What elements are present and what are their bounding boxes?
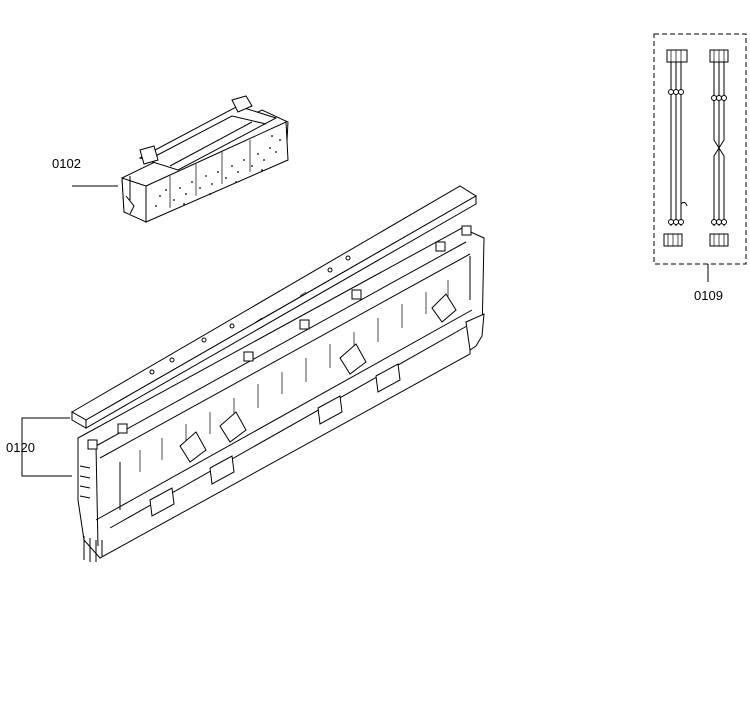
part-label-0120: 0120 bbox=[6, 440, 35, 455]
frame-comb-teeth bbox=[79, 465, 103, 562]
control-module-drawing[interactable] bbox=[72, 95, 289, 223]
part-label-0102: 0102 bbox=[52, 156, 81, 171]
circuit-board-speckle bbox=[155, 135, 281, 207]
control-panel-drawing[interactable] bbox=[21, 185, 485, 562]
wiring-harness-kit-drawing[interactable] bbox=[653, 33, 747, 282]
part-label-0109: 0109 bbox=[694, 288, 723, 303]
frame-ribs bbox=[139, 280, 449, 472]
